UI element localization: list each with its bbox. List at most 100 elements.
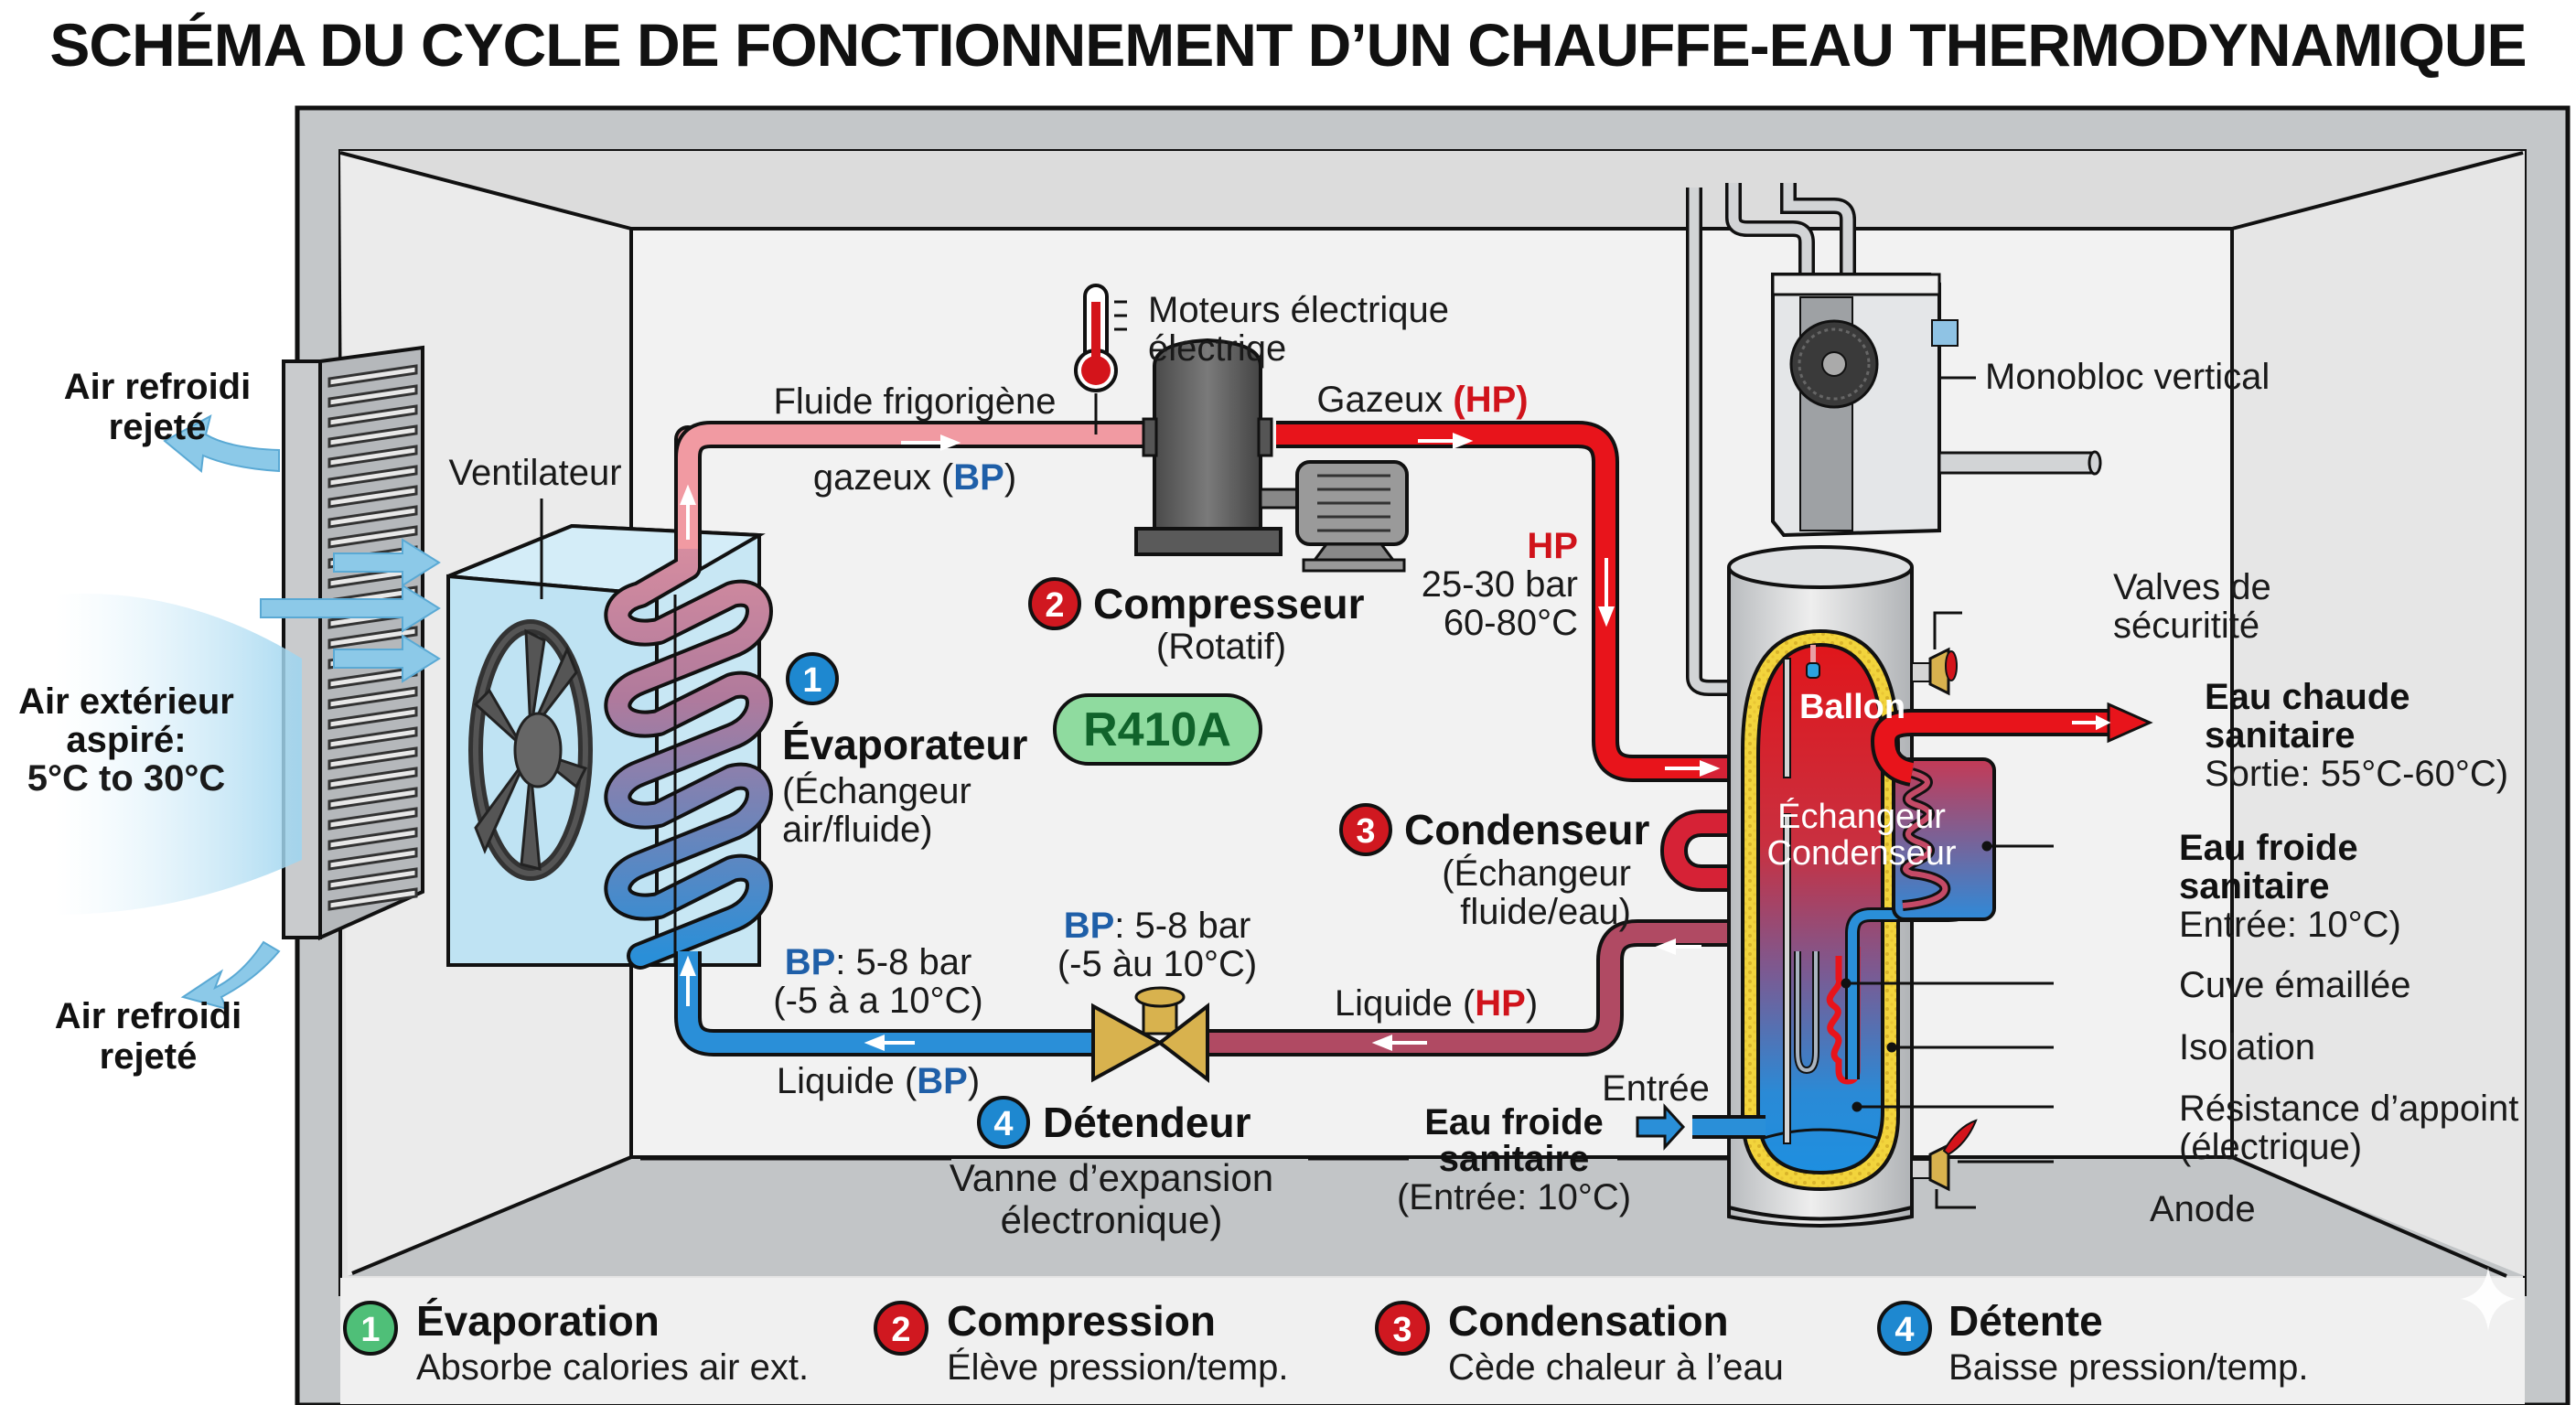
svg-text:3: 3 xyxy=(1392,1311,1411,1349)
air-flow xyxy=(55,414,441,1011)
gazeux-hp-label: Gazeux (HP) xyxy=(1316,380,1528,420)
svg-text:Baisse pression/temp.: Baisse pression/temp. xyxy=(1948,1347,2309,1388)
pipe-suction-bp xyxy=(678,424,1148,549)
svg-text:4: 4 xyxy=(1894,1311,1914,1349)
entree-label: Entrée xyxy=(1602,1068,1710,1109)
louver-slat xyxy=(327,525,418,549)
louver-slat xyxy=(327,787,418,810)
svg-text:1: 1 xyxy=(802,661,821,700)
bp-valve-label: BP: 5-8 bar(-5 àu 10°C) xyxy=(1057,906,1257,984)
gazeux-bp-label: gazeux (BP) xyxy=(813,457,1016,498)
svg-text:2: 2 xyxy=(1045,586,1064,625)
legend-item-evaporation: 1 Évaporation Absorbe calories air ext. xyxy=(343,1297,809,1388)
monobloc-unit xyxy=(1686,183,2102,696)
louver-slat xyxy=(327,686,418,710)
thermometer-icon xyxy=(1074,284,1127,434)
refrigerant-loop xyxy=(674,421,1834,1056)
legend-item-compression: 2 Compression Élève pression/temp. xyxy=(874,1297,1289,1388)
pipe-liquid-bp xyxy=(678,951,1093,1053)
diagram-labels: Ventilateur Fluide frigorigène gazeux (B… xyxy=(448,290,2518,1229)
louver-slat xyxy=(327,827,418,851)
fluide-label: Fluide frigorigène xyxy=(773,381,1056,422)
svg-text:(Rotatif): (Rotatif) xyxy=(1156,627,1286,667)
louver-slat xyxy=(327,666,418,690)
process-legend: 1 Évaporation Absorbe calories air ext. … xyxy=(343,1297,2309,1388)
hot-water-outlet-pipe xyxy=(1873,713,2113,783)
svg-text:Évaporateur: Évaporateur xyxy=(782,721,1028,768)
resistance-label: Résistance d’appoint(électrique) xyxy=(2179,1089,2518,1167)
svg-text:Condenseur: Condenseur xyxy=(1404,806,1649,853)
louver-slat xyxy=(327,505,418,529)
leader-lines xyxy=(540,499,2054,1209)
louver-slat xyxy=(327,706,418,730)
monobloc-label: Monobloc vertical xyxy=(1985,357,2270,397)
svg-text:4: 4 xyxy=(993,1105,1013,1143)
legend-item-condensation: 3 Condensation Cède chaleur à l’eau xyxy=(1375,1297,1784,1388)
louver-slat xyxy=(327,465,418,488)
liquide-bp-label: Liquide (BP) xyxy=(777,1061,980,1101)
anode-label: Anode xyxy=(2150,1189,2256,1229)
svg-text:Évaporation: Évaporation xyxy=(416,1297,660,1345)
svg-text:Absorbe calories air ext.: Absorbe calories air ext. xyxy=(416,1347,809,1388)
storage-tank xyxy=(1636,545,2153,1228)
air-out-bottom-arrow xyxy=(180,940,281,1011)
callout-compressor: 2 Compresseur (Rotatif) xyxy=(1028,577,1365,667)
svg-text:R410A: R410A xyxy=(1083,703,1231,756)
isolation-label: Isolation xyxy=(2179,1027,2315,1067)
louver-slat xyxy=(327,424,418,448)
louver-slat xyxy=(327,445,418,468)
louver-slat xyxy=(327,364,418,388)
louver-slat xyxy=(327,404,418,428)
svg-text:Détendeur: Détendeur xyxy=(1043,1099,1251,1146)
svg-text:Détente: Détente xyxy=(1948,1297,2103,1345)
louver-slat xyxy=(327,485,418,509)
page-title: SCHÉMA DU CYCLE DE FONCTIONNEMENT D’UN C… xyxy=(49,11,2526,79)
cuve-label: Cuve émaillée xyxy=(2179,965,2410,1005)
heating-element xyxy=(1826,947,1861,1085)
louver-slat xyxy=(327,867,418,891)
air-out-top-arrow xyxy=(163,414,280,473)
compressor-icon xyxy=(1134,338,1283,556)
louver-slat xyxy=(327,726,418,750)
expansion-valve-icon xyxy=(1091,986,1209,1084)
louver-slat xyxy=(327,626,418,649)
evaporator-unit xyxy=(446,425,773,970)
louver-slat xyxy=(327,847,418,871)
air-in-arrow xyxy=(333,538,441,587)
svg-text:1: 1 xyxy=(360,1311,380,1349)
svg-text:3: 3 xyxy=(1356,812,1375,851)
evaporator-coil-fill xyxy=(607,429,769,966)
sparkle-icon xyxy=(2461,1267,2516,1331)
ventilateur-label: Ventilateur xyxy=(448,453,621,493)
liquide-hp-label: Liquide (HP) xyxy=(1335,983,1538,1024)
motor-icon xyxy=(1259,460,1409,573)
legend-item-detente: 4 Détente Baisse pression/temp. xyxy=(1877,1297,2309,1388)
svg-text:Élève pression/temp.: Élève pression/temp. xyxy=(947,1346,1289,1388)
refrigerant-badge: R410A xyxy=(1053,693,1262,766)
svg-text:2: 2 xyxy=(891,1311,910,1349)
louver-slat xyxy=(327,807,418,831)
svg-text:Compression: Compression xyxy=(947,1297,1216,1345)
svg-text:Condensation: Condensation xyxy=(1448,1297,1729,1345)
ballon-label: Ballon xyxy=(1799,688,1905,726)
bp-left-label: BP: 5-8 bar(-5 à a 10°C) xyxy=(773,942,982,1021)
louver-slat xyxy=(327,767,418,790)
